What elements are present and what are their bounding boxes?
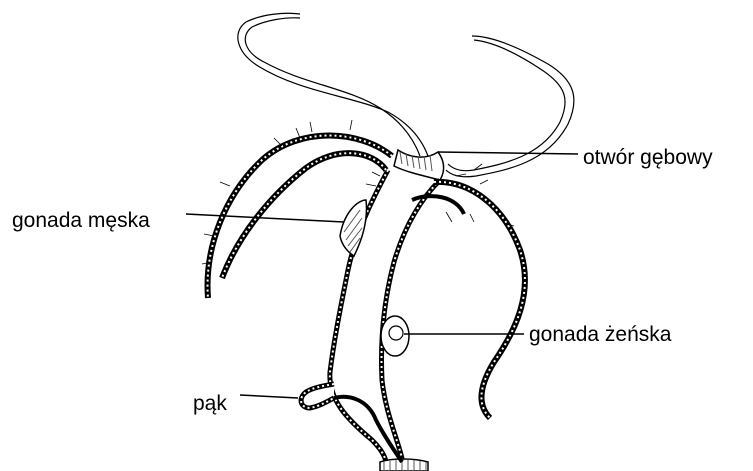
arched-tentacles	[208, 136, 525, 419]
tentacle-upper-right-inner	[448, 40, 565, 171]
label-mouth-opening: otwór gębowy	[583, 146, 713, 170]
label-bud: pąk	[193, 392, 227, 416]
label-male-gonad: gonada męska	[12, 209, 150, 233]
tentacle-upper-right	[446, 36, 574, 177]
female-gonad-egg	[389, 326, 403, 340]
label-female-gonad: gonada żeńska	[529, 323, 671, 347]
tentacle-right-arch	[434, 182, 525, 418]
basal-disc	[380, 459, 428, 471]
leader-male-gonad	[186, 214, 344, 222]
leader-bud	[240, 395, 298, 398]
leader-mouth	[438, 152, 578, 154]
tentacle-right-arch-inner	[434, 182, 525, 418]
upper-tentacles	[238, 13, 574, 176]
male-gonad	[340, 200, 367, 256]
female-gonad	[381, 316, 409, 356]
